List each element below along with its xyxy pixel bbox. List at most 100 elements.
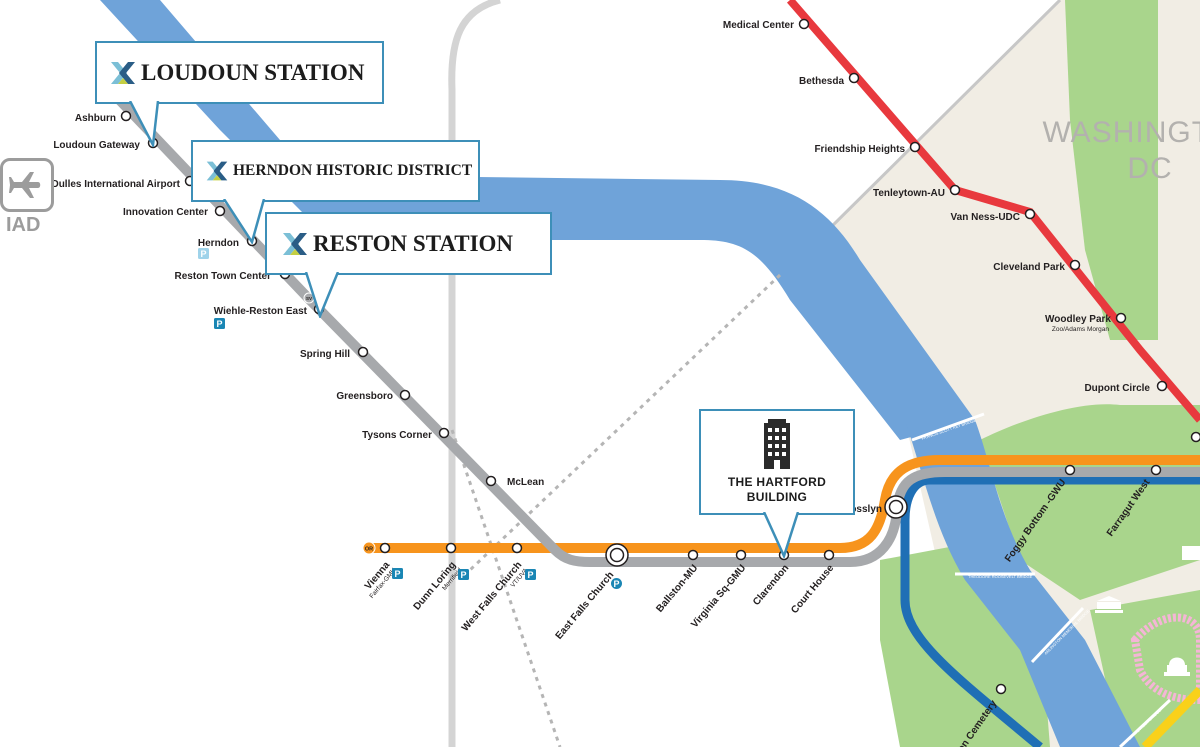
or-line-marker <box>362 541 376 555</box>
dot-metro-center[interactable] <box>1190 431 1200 443</box>
parking-icon: P <box>214 318 225 329</box>
label-court-house: Court House <box>789 563 836 616</box>
sv-line-marker-label: SV <box>306 296 312 301</box>
airplane-icon <box>0 158 54 212</box>
label-spring-hill: Spring Hill <box>300 349 350 360</box>
dot-woodley[interactable] <box>1115 312 1127 324</box>
bridge-14th <box>1118 698 1172 747</box>
label-ballston: Ballston-MU <box>654 563 700 615</box>
label-bridge-roosevelt: THEODORE ROOSEVELT BRIDGE <box>968 574 1033 579</box>
svg-text:P: P <box>613 579 619 589</box>
highway-beltway <box>448 0 501 747</box>
label-friendship: Friendship Heights <box>814 144 905 155</box>
yellow-line <box>1141 686 1200 747</box>
svg-text:P: P <box>200 249 206 259</box>
label-wiehle: Wiehle-Reston East <box>214 306 308 317</box>
capitol-building-icon <box>1095 596 1123 613</box>
label-herndon: Herndon <box>198 238 239 249</box>
callout-hartford-tail <box>762 512 800 558</box>
parking-icon: P <box>392 568 403 579</box>
label-dupont: Dupont Circle <box>1084 383 1150 394</box>
label-cleveland: Cleveland Park <box>993 262 1065 273</box>
office-building-icon <box>764 419 790 469</box>
dot-ashburn[interactable] <box>120 110 132 122</box>
x-logo-icon <box>111 61 135 84</box>
dot-vienna[interactable] <box>379 542 391 554</box>
or-line-marker-label: OR <box>365 547 373 553</box>
tidal-basin-ring <box>1130 613 1200 705</box>
dot-van-ness[interactable] <box>1024 208 1036 220</box>
parking-icon: P <box>198 248 209 259</box>
label-mclean: McLean <box>507 477 544 488</box>
airport-code: IAD <box>6 214 41 236</box>
dot-dunn-loring[interactable] <box>445 542 457 554</box>
dot-tysons[interactable] <box>438 427 450 439</box>
callout-herndon-tail <box>222 199 266 244</box>
label-clarendon: Clarendon <box>751 563 791 608</box>
label-west-falls: West Falls Church <box>460 560 524 634</box>
parking-icon: P <box>458 569 469 580</box>
label-bethesda: Bethesda <box>799 76 844 87</box>
callout-reston-tail <box>304 272 340 318</box>
dot-friendship[interactable] <box>909 141 921 153</box>
x-logo-icon <box>283 232 307 255</box>
river-potomac <box>905 420 1140 747</box>
svg-text:P: P <box>216 319 222 329</box>
callout-hartford-line1: THE HARTFORD <box>727 475 827 489</box>
label-woodley-sub: Zoo/Adams Morgan <box>1052 326 1109 333</box>
label-innovation: Innovation Center <box>123 207 208 218</box>
callout-reston-station[interactable]: RESTON STATION <box>265 212 552 275</box>
silver-line <box>106 86 1200 567</box>
transfer-east-falls[interactable] <box>605 543 629 567</box>
city-label-line2: DC <box>1127 152 1173 185</box>
bridge-key <box>911 412 985 442</box>
dot-cleveland[interactable] <box>1069 259 1081 271</box>
monument-building-icon <box>1182 546 1200 560</box>
label-tysons: Tysons Corner <box>362 430 432 441</box>
orange-line <box>370 455 1200 553</box>
label-medical: Medical Center <box>723 20 794 31</box>
dot-bethesda[interactable] <box>848 72 860 84</box>
transfer-rosslyn[interactable] <box>884 495 908 519</box>
dot-ballston[interactable] <box>687 549 699 561</box>
callout-loudoun-tail <box>128 101 160 147</box>
park-potomac-north <box>980 404 1200 600</box>
label-loudoun-gateway: Loudoun Gateway <box>53 140 140 151</box>
label-east-falls: East Falls Church <box>554 570 617 642</box>
label-ashburn: Ashburn <box>75 113 116 124</box>
blue-line <box>900 475 1200 747</box>
callout-herndon-historic-district[interactable]: HERNDON HISTORIC DISTRICT <box>191 140 480 202</box>
callout-hartford-building[interactable]: THE HARTFORD BUILDING <box>699 409 855 515</box>
dot-foggy-bottom[interactable] <box>1064 464 1076 476</box>
svg-text:P: P <box>527 570 533 580</box>
x-logo-icon <box>206 161 228 181</box>
dot-spring-hill[interactable] <box>357 346 369 358</box>
dot-greensboro[interactable] <box>399 389 411 401</box>
callout-herndon-text: HERNDON HISTORIC DISTRICT <box>233 162 473 179</box>
dot-virginia-sq[interactable] <box>735 549 747 561</box>
label-woodley: Woodley Park <box>1045 314 1111 325</box>
callout-loudoun-station[interactable]: LOUDOUN STATION <box>95 41 384 104</box>
parking-icon: P <box>611 578 622 589</box>
label-rosslyn: Rosslyn <box>843 504 882 515</box>
dot-medical[interactable] <box>798 18 810 30</box>
callout-hartford-line2: BUILDING <box>746 490 808 504</box>
dot-farragut[interactable] <box>1150 464 1162 476</box>
callout-loudoun-text: LOUDOUN STATION <box>141 59 365 85</box>
dot-court-house[interactable] <box>823 549 835 561</box>
dot-tenleytown[interactable] <box>949 184 961 196</box>
park-rock-creek <box>1065 0 1158 340</box>
dotted-rail <box>450 273 782 747</box>
dot-dupont[interactable] <box>1156 380 1168 392</box>
dot-arlington[interactable] <box>995 683 1007 695</box>
dot-innovation[interactable] <box>214 205 226 217</box>
dome-building-icon <box>1164 657 1190 676</box>
svg-text:P: P <box>394 569 400 579</box>
bridge-memorial <box>1030 606 1085 664</box>
dot-west-falls[interactable] <box>511 542 523 554</box>
label-reston-town: Reston Town Center <box>175 271 272 282</box>
city-label: WASHINGTON DC <box>1030 115 1200 187</box>
dot-mclean[interactable] <box>485 475 497 487</box>
airport-marker[interactable]: IAD <box>0 158 56 237</box>
